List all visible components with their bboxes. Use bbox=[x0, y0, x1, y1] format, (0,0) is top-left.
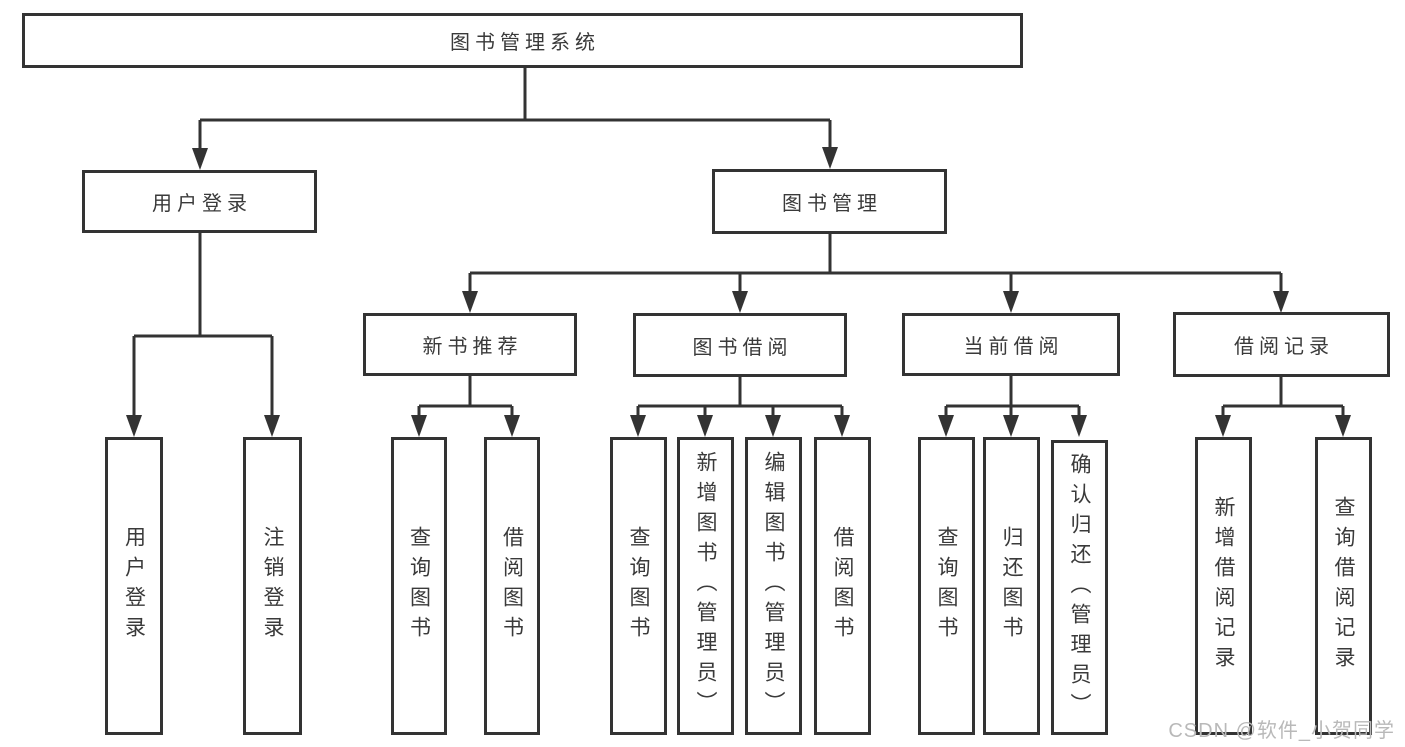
node-label: 当前借阅 bbox=[963, 336, 1064, 358]
arrow-down-icon bbox=[1003, 291, 1019, 313]
connector-new-book-recommend-children bbox=[411, 376, 520, 437]
arrow-down-icon bbox=[504, 415, 520, 437]
arrow-down-icon bbox=[732, 291, 748, 313]
connector-borrow-records-children bbox=[1215, 377, 1351, 437]
node-new-book-recommend: 新书推荐 bbox=[363, 313, 577, 376]
leaf-borrow-books: 借阅图书 bbox=[814, 437, 871, 735]
connector-root-to-level2 bbox=[192, 68, 838, 170]
arrow-down-icon bbox=[192, 148, 208, 170]
node-book-management: 图书管理 bbox=[712, 169, 947, 234]
arrow-down-icon bbox=[1071, 415, 1087, 437]
arrow-down-icon bbox=[1335, 415, 1351, 437]
node-label: 借阅图书 bbox=[500, 526, 524, 646]
node-borrow-records: 借阅记录 bbox=[1173, 312, 1390, 377]
node-label: 确认归还（管理员） bbox=[1068, 452, 1091, 723]
connector-book-borrow-children bbox=[630, 377, 850, 437]
leaf-query-books: 查询图书 bbox=[610, 437, 667, 735]
leaf-add-book-admin: 新增图书（管理员） bbox=[677, 437, 734, 735]
arrow-down-icon bbox=[411, 415, 427, 437]
arrow-down-icon bbox=[765, 415, 781, 437]
node-label: 借阅图书 bbox=[831, 526, 854, 646]
node-label: 编辑图书（管理员） bbox=[762, 451, 785, 721]
connector-line bbox=[636, 377, 844, 421]
node-label: 查询图书 bbox=[407, 526, 431, 646]
arrow-down-icon bbox=[697, 415, 713, 437]
leaf-user-login: 用户登录 bbox=[105, 437, 163, 735]
arrow-down-icon bbox=[264, 415, 280, 437]
node-book-management-system: 图书管理系统 bbox=[22, 13, 1023, 68]
node-label: 新增借阅记录 bbox=[1212, 496, 1235, 676]
connector-line bbox=[468, 234, 1283, 295]
arrow-down-icon bbox=[1003, 415, 1019, 437]
leaf-query-books: 查询图书 bbox=[918, 437, 975, 735]
leaf-return-book: 归还图书 bbox=[983, 437, 1040, 735]
csdn-watermark: CSDN @软件_小贺同学 bbox=[1168, 720, 1395, 742]
connector-line bbox=[1221, 377, 1345, 421]
node-book-borrow: 图书借阅 bbox=[633, 313, 847, 377]
leaf-borrow-books: 借阅图书 bbox=[484, 437, 540, 735]
arrow-down-icon bbox=[834, 415, 850, 437]
node-label: 借阅记录 bbox=[1234, 336, 1334, 358]
node-label: 新书推荐 bbox=[422, 336, 523, 358]
node-label: 图书管理系统 bbox=[450, 32, 600, 54]
arrow-down-icon bbox=[462, 291, 478, 313]
leaf-query-books: 查询图书 bbox=[391, 437, 447, 735]
leaf-query-borrow-record: 查询借阅记录 bbox=[1315, 437, 1372, 735]
connector-user-login-children bbox=[126, 233, 280, 437]
node-label: 图书管理 bbox=[782, 193, 882, 215]
arrow-down-icon bbox=[126, 415, 142, 437]
connector-line bbox=[417, 376, 514, 421]
connector-line bbox=[132, 233, 274, 419]
node-label: 查询图书 bbox=[935, 526, 958, 646]
node-label: 新增图书（管理员） bbox=[694, 451, 717, 721]
node-current-borrow: 当前借阅 bbox=[902, 313, 1120, 376]
arrow-down-icon bbox=[938, 415, 954, 437]
node-label: 图书借阅 bbox=[692, 336, 793, 359]
node-label: 用户登录 bbox=[122, 526, 146, 646]
leaf-confirm-return-admin: 确认归还（管理员） bbox=[1051, 440, 1108, 735]
leaf-logout: 注销登录 bbox=[243, 437, 302, 735]
node-user-login: 用户登录 bbox=[82, 170, 317, 233]
leaf-add-borrow-record: 新增借阅记录 bbox=[1195, 437, 1252, 735]
arrow-down-icon bbox=[1215, 415, 1231, 437]
leaf-edit-book-admin: 编辑图书（管理员） bbox=[745, 437, 802, 735]
arrow-down-icon bbox=[1273, 291, 1289, 313]
connector-book-management-children bbox=[462, 234, 1289, 313]
node-label: 归还图书 bbox=[1000, 526, 1023, 646]
node-label: 查询借阅记录 bbox=[1332, 496, 1355, 676]
connector-current-borrow-children bbox=[938, 376, 1087, 437]
arrow-down-icon bbox=[630, 415, 646, 437]
node-label: 注销登录 bbox=[261, 526, 284, 646]
connector-line bbox=[198, 68, 832, 152]
connector-line bbox=[944, 376, 1081, 421]
node-label: 用户登录 bbox=[152, 193, 252, 215]
node-label: 查询图书 bbox=[627, 526, 650, 646]
arrow-down-icon bbox=[822, 147, 838, 169]
